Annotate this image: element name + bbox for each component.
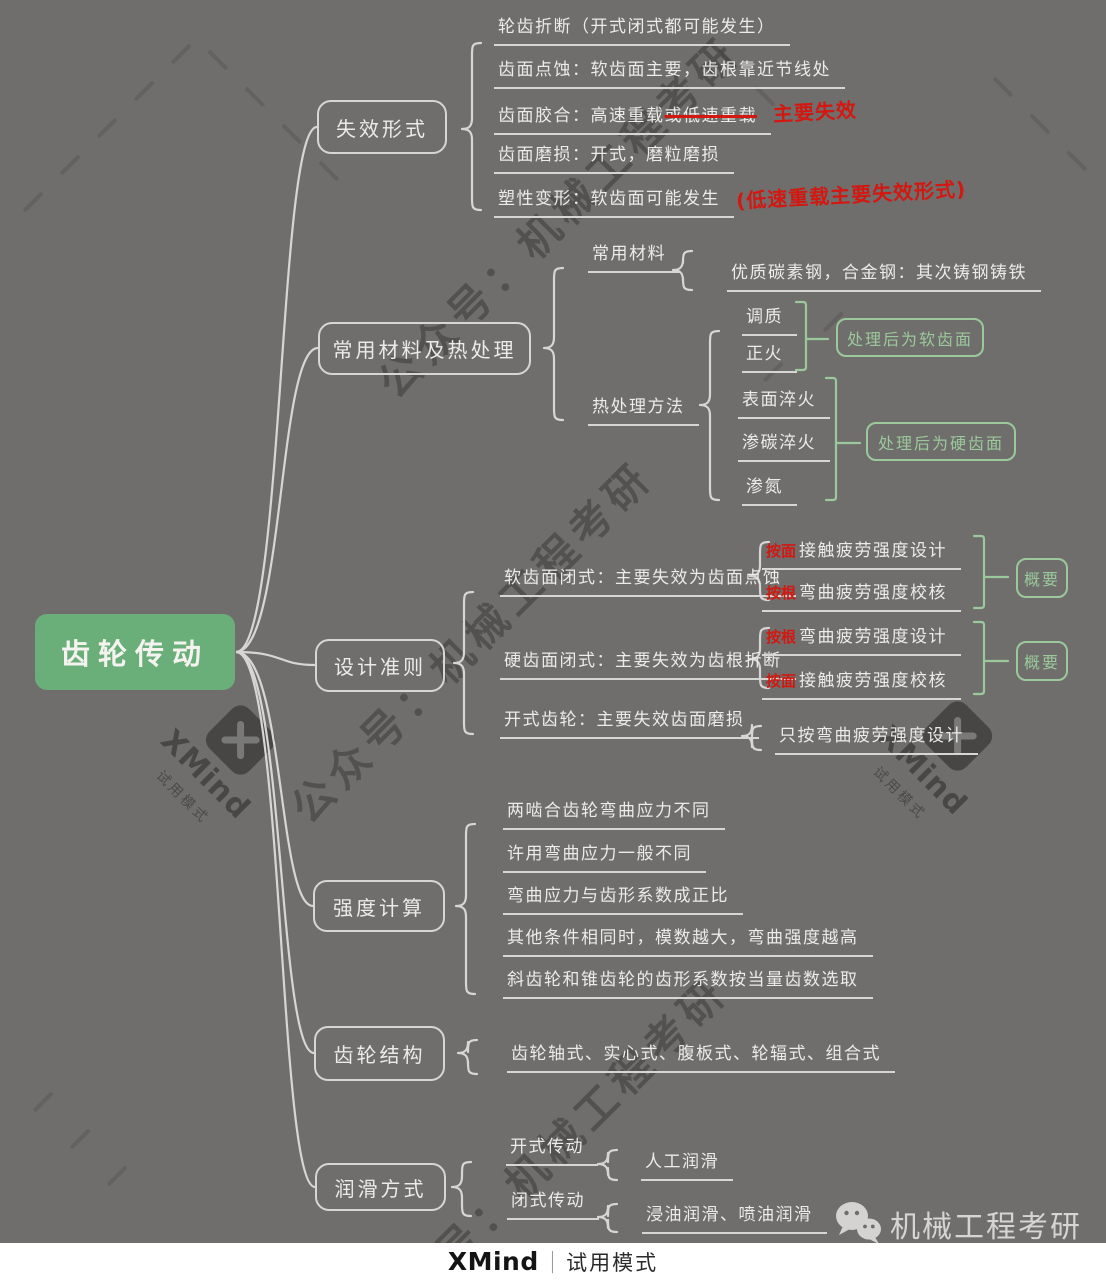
wechat-icon [834, 1200, 882, 1248]
footer-divider: | [548, 1249, 557, 1274]
summary-box-gs1[interactable]: 概要 [1016, 558, 1068, 598]
node-d2[interactable]: 硬齿面闭式：主要失效为齿根折断 [500, 646, 796, 680]
node-h2[interactable]: 正火 [742, 339, 797, 373]
node-m1[interactable]: 常用材料 [588, 239, 680, 273]
node-h5[interactable]: 渗氮 [742, 472, 797, 506]
branch-topic-b1[interactable]: 失效形式 [317, 100, 447, 154]
branch-topic-b3[interactable]: 设计准则 [315, 639, 445, 692]
node-d1[interactable]: 软齿面闭式：主要失效为齿面点蚀 [500, 563, 796, 597]
node-u5[interactable]: 塑性变形：软齿面可能发生(低速重载主要失效形式) [494, 177, 967, 218]
node-d1b[interactable]: 按根弯曲疲劳强度校核 [762, 578, 962, 612]
red-handwriting-prefix: 按根 [766, 628, 797, 646]
node-u3[interactable]: 齿面胶合：高速重载或低速重载主要失效 [494, 98, 858, 135]
red-handwriting-annotation: (低速重载主要失效形式) [735, 176, 967, 214]
node-d2b[interactable]: 按面接触疲劳强度校核 [762, 666, 962, 700]
badge-label: 机械工程考研 [890, 1210, 1082, 1245]
branch-topic-b2[interactable]: 常用材料及热处理 [318, 322, 531, 375]
trial-mode-label: 试用模式 [566, 1250, 659, 1275]
node-r2c[interactable]: 浸油润滑、喷油润滑 [642, 1200, 827, 1234]
summary-box-g1[interactable]: 处理后为软齿面 [836, 318, 984, 357]
xmind-logo-icon [917, 696, 997, 776]
xmind-logo-icon [200, 700, 280, 780]
node-d1a[interactable]: 按面接触疲劳强度设计 [762, 536, 962, 570]
node-u4[interactable]: 齿面磨损：开式，磨粒磨损 [494, 140, 734, 174]
node-r1c[interactable]: 人工润滑 [641, 1147, 733, 1181]
node-s4[interactable]: 其他条件相同时，模数越大，弯曲强度越高 [503, 923, 873, 957]
node-r1[interactable]: 开式传动 [506, 1132, 598, 1166]
node-h1[interactable]: 调质 [742, 302, 797, 336]
summary-box-gs2[interactable]: 概要 [1016, 641, 1068, 681]
branch-topic-b4[interactable]: 强度计算 [313, 880, 445, 932]
node-d3[interactable]: 开式齿轮：主要失效齿面磨损 [500, 705, 759, 739]
node-m2[interactable]: 热处理方法 [588, 392, 699, 426]
root-node-gear-transmission[interactable]: 齿轮传动 [35, 614, 235, 690]
summary-box-g2[interactable]: 处理后为硬齿面 [866, 422, 1016, 461]
node-h4[interactable]: 渗碳淬火 [738, 428, 830, 462]
branch-topic-b5[interactable]: 齿轮结构 [314, 1026, 445, 1081]
red-handwriting-prefix: 按根 [766, 584, 797, 602]
footer-bar: XMind | 试用模式 [0, 1243, 1106, 1280]
wechat-badge: 机械工程考研 [834, 1200, 1082, 1248]
node-r2[interactable]: 闭式传动 [507, 1186, 599, 1220]
red-handwriting-annotation: 主要失效 [772, 97, 858, 127]
node-d3a[interactable]: 只按弯曲疲劳强度设计 [775, 721, 978, 755]
node-j1[interactable]: 齿轮轴式、实心式、腹板式、轮辐式、组合式 [507, 1039, 895, 1073]
red-handwriting-prefix: 按面 [766, 672, 797, 690]
node-h3[interactable]: 表面淬火 [738, 385, 830, 419]
node-s5[interactable]: 斜齿轮和锥齿轮的齿形系数按当量齿数选取 [503, 965, 873, 999]
node-s1[interactable]: 两啮合齿轮弯曲应力不同 [503, 796, 725, 830]
node-m1c[interactable]: 优质碳素钢，合金钢：其次铸钢铸铁 [727, 258, 1041, 292]
node-u1[interactable]: 轮齿折断（开式闭式都可能发生） [494, 12, 790, 46]
node-s2[interactable]: 许用弯曲应力一般不同 [503, 839, 706, 873]
xmind-wordmark: XMind [447, 1247, 539, 1276]
node-d2a[interactable]: 按根弯曲疲劳强度设计 [762, 622, 962, 656]
branch-topic-b6[interactable]: 润滑方式 [315, 1163, 446, 1211]
red-handwriting-prefix: 按面 [766, 542, 797, 560]
node-s3[interactable]: 弯曲应力与齿形系数成正比 [503, 881, 743, 915]
node-u2[interactable]: 齿面点蚀：软齿面主要，齿根靠近节线处 [494, 55, 845, 89]
